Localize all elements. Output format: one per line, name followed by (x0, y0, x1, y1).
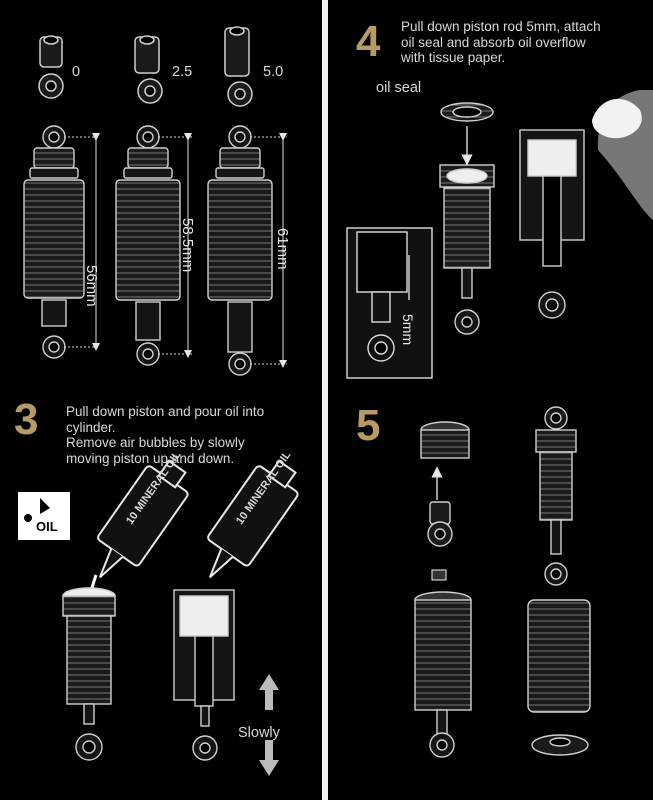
setting-label-2-5: 2.5 (172, 64, 193, 80)
step3-line-3: Remove air bubbles by slowly (66, 435, 245, 451)
step4-line-1: Pull down piston rod 5mm, attach (401, 19, 601, 34)
oil-bottle-icon-2 (207, 459, 299, 579)
up-down-arrow-icon (259, 674, 279, 776)
slowly-label: Slowly (238, 725, 280, 741)
setting-label-5-0: 5.0 (263, 64, 284, 80)
oil-seal-label: oil seal (376, 80, 422, 96)
step-number-4: 4 (356, 17, 381, 66)
length-label-58-5: 58.5mm (179, 218, 196, 273)
spring-step5 (527, 599, 591, 713)
cutaway-inset (346, 227, 433, 379)
shock-assembly-58-5 (115, 125, 181, 366)
oil-bottle-icon (97, 459, 189, 579)
rod-end-0 (38, 35, 64, 99)
length-label-56: 56mm (83, 265, 100, 307)
rod-end-5-0 (224, 26, 253, 107)
step4-line-2: oil seal and absorb oil overflow (401, 34, 586, 50)
oil-seal-step5 (420, 421, 470, 459)
dimension-lines (64, 133, 287, 368)
shock-cutaway-step4 (519, 129, 585, 319)
setting-label-0: 0 (72, 64, 81, 80)
shock-body-step5 (414, 591, 472, 758)
step4-instruction: Pull down piston rod 5mm, attach oil sea… (401, 19, 601, 66)
hand-tissue-illustration (592, 90, 653, 220)
spring-retainer (531, 734, 589, 756)
rod-end-2-5 (134, 35, 163, 104)
panel-divider (322, 0, 328, 800)
shock-body-step4 (439, 164, 495, 335)
step4-line-3: with tissue paper. (401, 50, 506, 66)
step3-line-2: cylinder. (66, 419, 116, 435)
oil-badge-label: OIL (36, 519, 58, 534)
shock-cutaway (173, 589, 235, 761)
oil-badge-icon (18, 492, 70, 540)
shock-assembly-61 (207, 125, 273, 376)
length-label-61: 61mm (274, 228, 291, 270)
shock-assembly-56 (23, 125, 85, 359)
step-number-5: 5 (356, 401, 381, 450)
shock-body-filling (62, 587, 116, 761)
step-number-3: 3 (14, 395, 39, 444)
shock-assembled-step5 (535, 406, 577, 586)
step3-line-1: Pull down piston and pour oil into (66, 404, 265, 419)
rod-end-step5 (427, 501, 453, 547)
measurement-5mm: 5mm (400, 314, 416, 346)
step3-instruction: Pull down piston and pour oil into cylin… (66, 404, 264, 466)
oil-seal (440, 102, 494, 122)
step3-line-4: moving piston up and down. (66, 450, 235, 466)
